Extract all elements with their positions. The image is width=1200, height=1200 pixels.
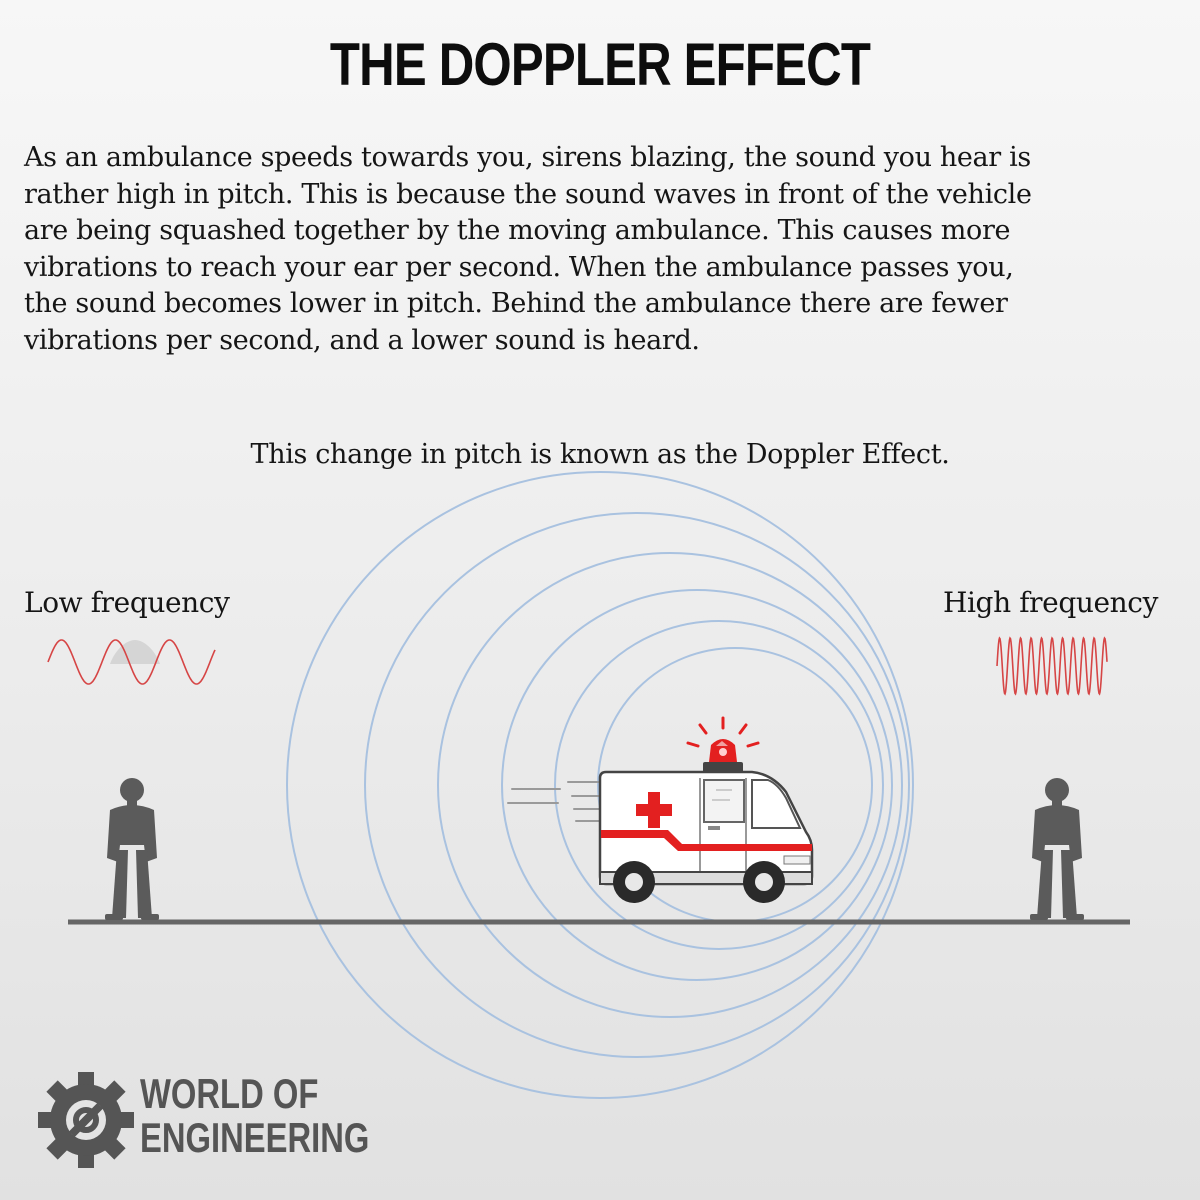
- person-icon: [105, 778, 159, 920]
- low-frequency-wave: [47, 639, 216, 685]
- siren-icon: [686, 716, 760, 773]
- explanation-paragraph: As an ambulance speeds towards you, sire…: [24, 140, 1184, 359]
- page-title: THE DOPPLER EFFECT: [329, 31, 871, 98]
- sound-wave-ring: [437, 552, 903, 1018]
- paragraph-line: vibrations per second, and a lower sound…: [24, 324, 700, 356]
- logo-line-2: ENGINEERING: [140, 1114, 370, 1161]
- logo-line-1: WORLD OF: [140, 1070, 319, 1117]
- paragraph-line: As an ambulance speeds towards you, sire…: [24, 142, 1031, 173]
- gear-icon: [38, 1072, 134, 1168]
- high-frequency-label: High frequency: [942, 586, 1158, 619]
- low-wave-shading: [110, 640, 160, 664]
- summary-text: This change in pitch is known as the Dop…: [250, 439, 950, 470]
- sound-wave-ring: [364, 512, 910, 1058]
- brand-logo: WORLD OF ENGINEERING: [36, 1070, 369, 1170]
- low-wave-line: [47, 639, 216, 685]
- high-frequency-wave: [996, 636, 1108, 696]
- paragraph-line: the sound becomes lower in pitch. Behind…: [24, 288, 1008, 319]
- logo-text: WORLD OF ENGINEERING: [140, 1072, 369, 1160]
- sound-wave-ring: [501, 589, 893, 981]
- red-cross-icon: [636, 792, 672, 828]
- paragraph-line: are being squashed together by the movin…: [24, 215, 1011, 246]
- ambulance-icon: [598, 770, 814, 903]
- person-icon: [1030, 778, 1084, 920]
- speed-lines: [507, 781, 601, 822]
- low-frequency-label: Low frequency: [24, 586, 230, 619]
- high-wave-line: [996, 636, 1108, 696]
- sound-wave-ring: [286, 471, 914, 1099]
- sound-wave-ring: [554, 620, 884, 950]
- paragraph-line: vibrations to reach your ear per second.…: [24, 251, 1014, 283]
- paragraph-line: rather high in pitch. This is because th…: [24, 178, 1032, 210]
